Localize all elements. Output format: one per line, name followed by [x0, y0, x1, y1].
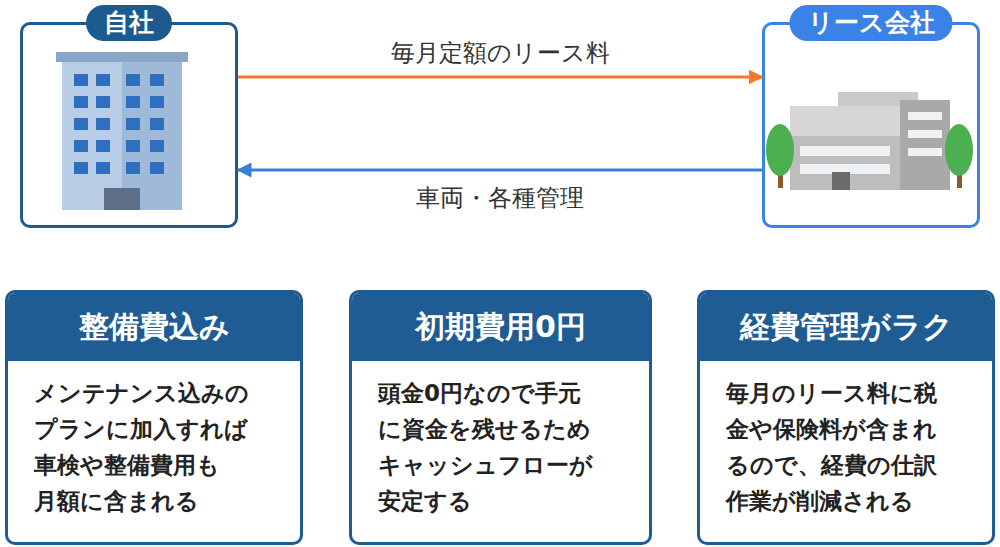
- feature-card: 整備費込みメンテナンス込みの プランに加入すれば 車検や整備費用も 月額に含まれ…: [5, 290, 303, 545]
- feature-card: 経費管理がラク毎月のリース料に税 金や保険料が含まれ るので、経費の仕訳 作業が…: [697, 290, 995, 545]
- feature-card: 初期費用0円頭金0円なので手元 に資金を残せるため キャッシュフローが 安定する: [349, 290, 652, 545]
- arrow-label: 毎月定額のリース料: [391, 37, 610, 69]
- card-body-text: 頭金0円なので手元 に資金を残せるため キャッシュフローが 安定する: [352, 361, 649, 519]
- card-heading: 整備費込み: [8, 293, 300, 361]
- entity-tab-label: リース会社: [790, 5, 953, 41]
- card-heading: 初期費用0円: [352, 293, 649, 361]
- entity-tab-label: 自社: [86, 5, 172, 41]
- company-building: [766, 92, 973, 190]
- entity-box: 自社: [20, 22, 238, 228]
- entity-box: リース会社: [762, 22, 980, 228]
- flow-arrow: [238, 76, 762, 79]
- arrow-label: 車両・各種管理: [416, 182, 584, 214]
- flow-arrow: [238, 169, 762, 172]
- card-body-text: メンテナンス込みの プランに加入すれば 車検や整備費用も 月額に含まれる: [8, 361, 300, 519]
- card-body-text: 毎月のリース料に税 金や保険料が含まれ るので、経費の仕訳 作業が削減される: [700, 361, 992, 519]
- card-heading: 経費管理がラク: [700, 293, 992, 361]
- office-building: [56, 52, 188, 210]
